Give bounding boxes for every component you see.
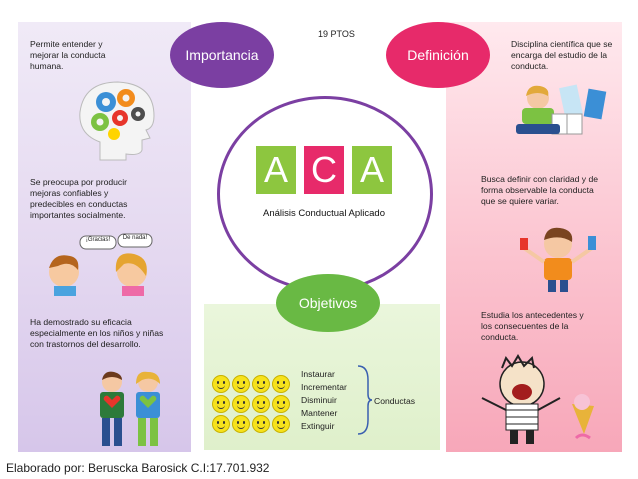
definicion-item-2: Busca definir con claridad y de forma ob… <box>481 174 599 206</box>
center-oval <box>217 96 433 292</box>
conductas-label: Conductas <box>374 396 416 406</box>
objetivo-item-disminuir: Disminuir <box>301 395 337 405</box>
kids-hearts-illustration <box>100 371 160 446</box>
smiley-icon <box>252 415 270 433</box>
importancia-item-3: Ha demostrado su eficacia especialmente … <box>30 317 164 349</box>
screaming-kid-illustration <box>481 354 594 444</box>
objetivo-item-extinguir: Extinguir <box>301 421 335 431</box>
definicion-item-1: Disciplina científica que se encarga del… <box>511 39 613 71</box>
points-label: 19 PTOS <box>318 29 355 39</box>
objetivo-item-mantener: Mantener <box>301 408 338 418</box>
aca-letter-a1: A <box>256 146 296 194</box>
smiley-icon <box>272 415 290 433</box>
smiley-icon <box>272 375 290 393</box>
smiley-icon <box>232 375 250 393</box>
footer-credit: Elaborado por: Beruscka Barosick C.I:17.… <box>6 461 270 475</box>
smiley-icon <box>252 375 270 393</box>
smiley-icon <box>212 415 230 433</box>
kids-talking-illustration <box>49 233 153 296</box>
objetivo-item-instaurar: Instaurar <box>301 369 335 379</box>
aca-letter-a2: A <box>352 146 392 194</box>
smiley-icon <box>272 395 290 413</box>
smiley-icon <box>212 395 230 413</box>
aca-letter-c: C <box>304 146 344 194</box>
objetivo-item-incrementar: Incrementar <box>301 382 347 392</box>
importancia-heading: Importancia <box>170 22 274 88</box>
objetivos-heading: Objetivos <box>276 274 380 332</box>
brace-connector <box>357 365 373 435</box>
boy-tools-illustration <box>520 227 596 292</box>
speech-de-nada: De nada! <box>122 235 148 241</box>
smiley-icon <box>252 395 270 413</box>
boy-reading-illustration <box>516 84 607 135</box>
definicion-item-3: Estudia los antecedentes y los consecuen… <box>481 310 584 342</box>
head-gears-illustration <box>79 81 155 161</box>
smiley-icon <box>232 395 250 413</box>
aca-subtitle: Análisis Conductual Aplicado <box>263 208 385 219</box>
importancia-item-2: Se preocupa por producir mejoras confiab… <box>30 177 128 220</box>
smiley-icon <box>232 415 250 433</box>
speech-gracias: ¡Gracias! <box>85 237 111 243</box>
importancia-item-1: Permite entender y mejorar la conducta h… <box>30 39 106 71</box>
definicion-heading: Definición <box>386 22 490 88</box>
smiley-icon <box>212 375 230 393</box>
